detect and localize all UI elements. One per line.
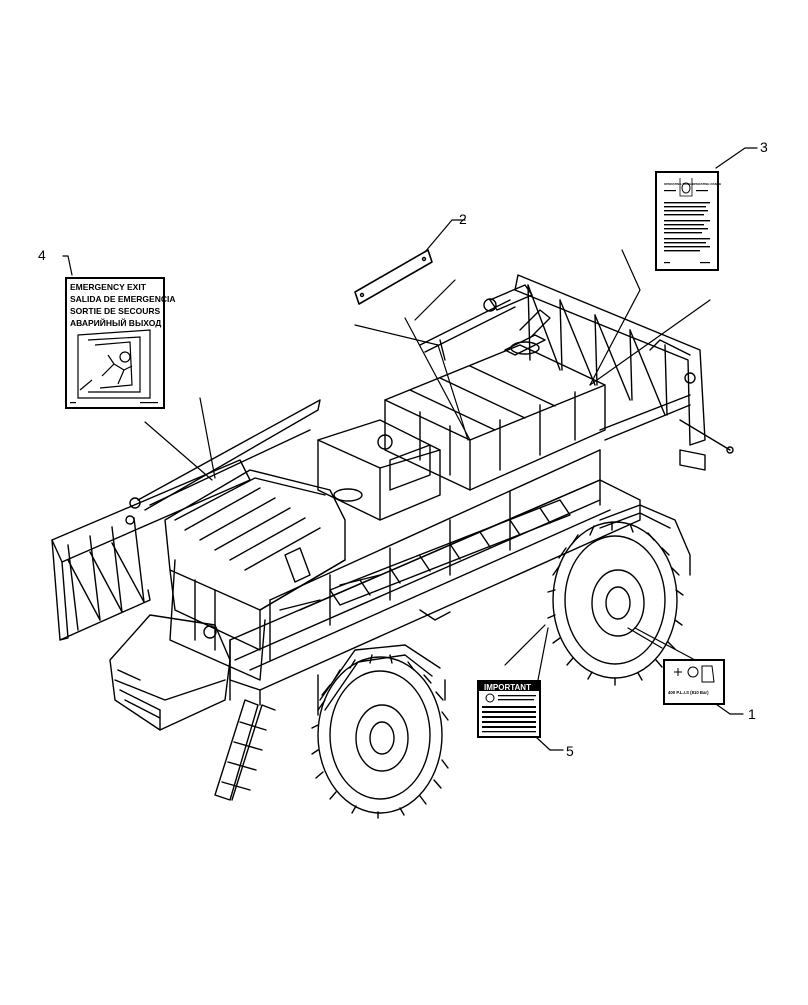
front-wheel <box>311 654 449 819</box>
front-fender <box>319 644 441 711</box>
decal-4-line-2: SALIDA DE EMERGENCIA <box>70 294 175 304</box>
decal-3-header-right: OPERATING RANGE <box>692 182 721 186</box>
decal-4-line-3: SORTIE DE SECOURS <box>70 306 161 316</box>
decal-4-line-1: EMERGENCY EXIT <box>70 282 147 292</box>
decal-4-line-4: АВАРИЙНЫЙ ВЫХОД <box>70 317 161 328</box>
access-ladder <box>214 699 276 801</box>
callout-3: 3 <box>760 139 768 155</box>
chassis <box>229 449 641 706</box>
decal-3-label: OPERATING RANGE OPERATING RANGE <box>655 171 721 271</box>
decal-2-strip <box>354 249 433 305</box>
decal-3-header-left: OPERATING RANGE <box>664 182 693 186</box>
decal-1-label: 400 P.L.I.S (810 Bar) <box>663 659 725 705</box>
callout-1: 1 <box>748 706 756 722</box>
decal-5-label: IMPORTANT <box>477 680 541 738</box>
engine-hood <box>164 469 346 681</box>
decal-4-label: EMERGENCY EXIT SALIDA DE EMERGENCIA SORT… <box>65 277 175 409</box>
decal-5-title: IMPORTANT <box>484 683 531 692</box>
callout-5: 5 <box>566 743 574 759</box>
front-nose <box>109 614 231 731</box>
callout-4: 4 <box>38 247 46 263</box>
main-tank <box>384 309 606 491</box>
rear-wheel <box>547 504 691 686</box>
left-boom <box>51 399 321 641</box>
rinse-tank <box>317 419 441 521</box>
decal-1-caption: 400 P.L.I.S (810 Bar) <box>668 690 709 695</box>
rear-boom-frame <box>483 274 734 471</box>
boom-arms <box>284 299 696 621</box>
callout-2: 2 <box>459 211 467 227</box>
